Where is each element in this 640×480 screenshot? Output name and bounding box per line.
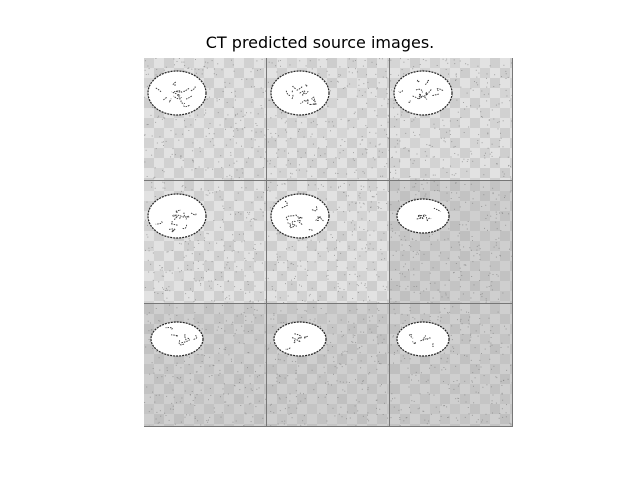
ct-slice-image xyxy=(144,181,266,303)
ct-tile-r1c3 xyxy=(390,58,513,181)
ct-tile-r2c2 xyxy=(267,181,390,304)
ct-tile-r3c3 xyxy=(390,304,513,427)
ct-slice-image xyxy=(390,58,512,180)
ct-slice-image xyxy=(390,304,512,426)
ct-slice-image xyxy=(144,58,266,180)
ct-slice-image xyxy=(267,304,389,426)
ct-tile-r3c1 xyxy=(144,304,267,427)
ct-tile-r1c1 xyxy=(144,58,267,181)
ct-slice-image xyxy=(267,58,389,180)
ct-slice-image xyxy=(267,181,389,303)
ct-slice-image xyxy=(390,181,512,303)
ct-tile-r1c2 xyxy=(267,58,390,181)
ct-tile-r2c3 xyxy=(390,181,513,304)
image-grid xyxy=(144,58,513,427)
ct-tile-r2c1 xyxy=(144,181,267,304)
figure-title: CT predicted source images. xyxy=(205,33,435,52)
ct-slice-image xyxy=(144,304,266,426)
ct-tile-r3c2 xyxy=(267,304,390,427)
